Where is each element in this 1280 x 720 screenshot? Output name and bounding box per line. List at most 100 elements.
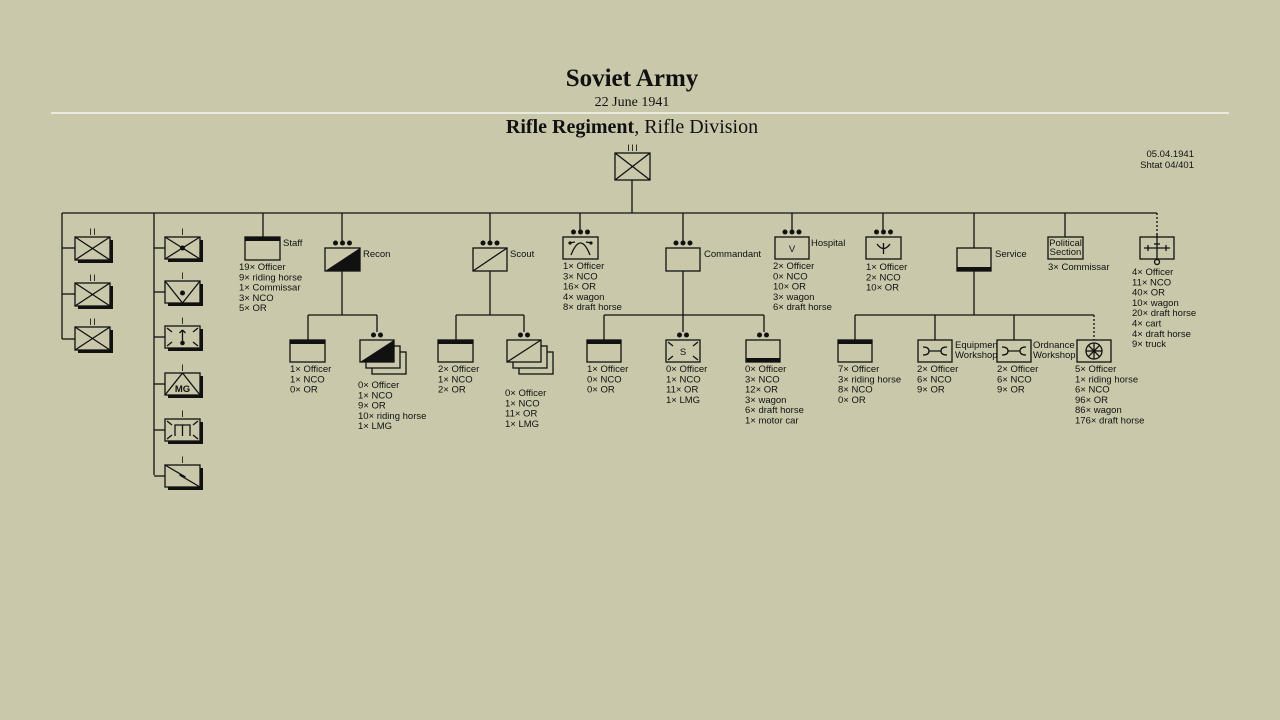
unit-symbol-box xyxy=(665,247,701,272)
personnel-line: 9× OR xyxy=(358,401,386,412)
echelon-dot-icon xyxy=(684,332,689,338)
unit-co-at: I xyxy=(164,271,203,306)
unit-scout: Scout xyxy=(472,240,535,272)
echelon-dot-icon xyxy=(757,332,762,338)
personnel-line: 3× NCO xyxy=(745,374,780,385)
lightning-glyph xyxy=(164,464,201,488)
supply-bar xyxy=(746,358,780,362)
personnel-line: 1× LMG xyxy=(358,421,392,432)
symbol-line xyxy=(1093,350,1101,358)
symbol-line xyxy=(692,341,699,347)
personnel-line: 4× cart xyxy=(1132,319,1162,330)
symbol-line xyxy=(166,420,173,426)
echelon-dot-icon xyxy=(333,240,338,246)
personnel-line: 6× NCO xyxy=(917,374,952,385)
personnel-line: 1× NCO xyxy=(358,390,393,401)
hq-bar xyxy=(838,340,872,344)
personnel-line: 3× wagon xyxy=(773,292,814,303)
personnel-line: 1× NCO xyxy=(666,374,701,385)
echelon-dot-icon xyxy=(680,240,686,246)
personnel-line: 0× NCO xyxy=(773,271,808,282)
unit-service: Service xyxy=(956,247,1027,272)
personnel-line: 3× riding horse xyxy=(838,374,901,385)
connector-lines xyxy=(61,180,1158,477)
personnel-line: 1× NCO xyxy=(438,374,473,385)
personnel-line: 8× NCO xyxy=(838,385,873,396)
political-label: Section xyxy=(1050,247,1082,258)
symbol-line xyxy=(181,372,201,396)
recon-fill xyxy=(325,248,360,271)
personnel-line: 6× NCO xyxy=(997,374,1032,385)
symbol-line xyxy=(506,339,542,363)
unit-commandant: Commandant xyxy=(665,240,761,272)
echelon-mark: I xyxy=(181,363,185,373)
personnel-line: 2× Officer xyxy=(773,261,814,272)
symbol-line xyxy=(182,329,186,334)
echelon-dot-icon xyxy=(677,332,682,338)
echelon-mark: I xyxy=(181,455,185,465)
echelon-dot-icon xyxy=(782,229,788,235)
personnel-line: 11× NCO xyxy=(1132,277,1171,288)
personnel-line: 0× OR xyxy=(290,385,318,396)
echelon-dot-icon xyxy=(525,332,530,338)
dot-icon xyxy=(180,290,185,296)
personnel-line: 1× LMG xyxy=(505,419,539,430)
dot-icon xyxy=(568,241,572,245)
signal-circle xyxy=(1153,258,1161,266)
personnel-line: 9× truck xyxy=(1132,339,1166,350)
echelon-dot-icon xyxy=(571,229,576,235)
symbol-line xyxy=(667,355,674,361)
hq-bar xyxy=(245,237,280,241)
unit-co-mg: MGI xyxy=(164,363,203,398)
echelon-dot-icon xyxy=(480,240,486,246)
symbol-line xyxy=(166,327,173,333)
echelon-dot-icon xyxy=(378,332,383,338)
page-title: Soviet Army xyxy=(566,65,699,92)
personnel-line: 0× OR xyxy=(838,395,866,406)
personnel-line: 8× draft horse xyxy=(563,302,622,313)
page-date: 22 June 1941 xyxy=(595,95,670,110)
personnel-line: 2× Officer xyxy=(917,364,958,375)
symbol-line xyxy=(166,434,173,440)
dot-icon xyxy=(180,245,185,251)
echelon-mark: I xyxy=(181,409,185,419)
echelon-dot-icon xyxy=(789,229,795,235)
unit-hq: III xyxy=(614,143,651,181)
personnel-line: 40× OR xyxy=(1132,288,1165,299)
symbol-line xyxy=(164,280,184,304)
document-date: 05.04.1941 xyxy=(1146,149,1194,160)
personnel-line: 20× draft horse xyxy=(1132,308,1196,319)
personnel-line: 2× Officer xyxy=(438,364,479,375)
unit-label: Workshop xyxy=(955,350,998,361)
hq-bar xyxy=(438,340,473,344)
unit-bn2: II xyxy=(74,273,113,309)
symbol-letter: V xyxy=(789,244,796,255)
symbol-line xyxy=(472,247,508,272)
echelon-mark: I xyxy=(181,271,185,281)
personnel-line: 1× Officer xyxy=(587,364,628,375)
echelon-mark: I xyxy=(181,227,185,237)
symbol-line xyxy=(1093,344,1101,352)
symbol-line xyxy=(164,372,184,396)
unit-label: Service xyxy=(995,249,1027,260)
personnel-line: 3× NCO xyxy=(239,293,274,304)
dot-icon xyxy=(589,241,593,245)
personnel-line: 16× OR xyxy=(563,282,596,293)
personnel-line: 2× NCO xyxy=(866,272,901,283)
personnel-line: 6× draft horse xyxy=(745,405,804,416)
unit-label: Equipment xyxy=(955,340,1001,351)
personnel-line: 2× Officer xyxy=(997,364,1038,375)
hq-bar xyxy=(290,340,325,344)
unit-symbol-box xyxy=(665,339,701,363)
symbol-line xyxy=(74,326,111,351)
personnel-line: 9× OR xyxy=(917,385,945,396)
recon-fill xyxy=(360,340,394,362)
unit-symbol-box xyxy=(562,236,599,260)
